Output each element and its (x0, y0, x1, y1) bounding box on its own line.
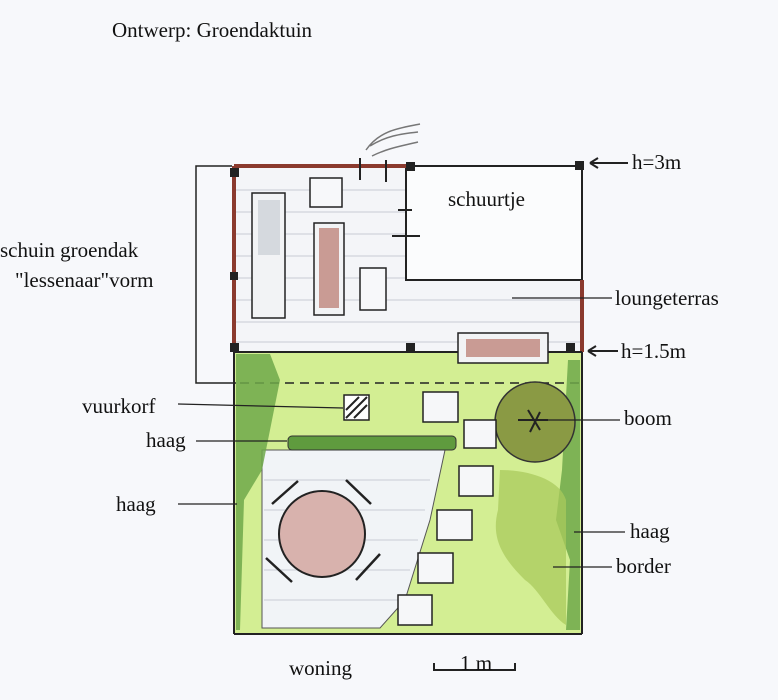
label-loungeterras: loungeterras (615, 286, 719, 310)
scale-bar (433, 663, 516, 671)
stepping-stones (397, 391, 497, 626)
heater-scribble (365, 123, 421, 157)
label-h3m: h=3m (632, 150, 682, 174)
label-h15m: h=1.5m (621, 339, 686, 363)
lounge-chair-2 (359, 267, 387, 311)
label-vuurkorf: vuurkorf (82, 394, 156, 418)
shed-door (359, 158, 420, 275)
label-haag-2: haag (116, 492, 156, 516)
label-groendak-1: schuin groendak (0, 238, 139, 262)
label-border: border (616, 554, 671, 578)
groendak-bracket (195, 165, 236, 384)
label-woning: woning (289, 656, 352, 680)
leader-vuurkorf (177, 403, 344, 409)
hedge-middle (287, 435, 457, 451)
label-groendak-2: "lessenaar"vorm (15, 268, 154, 292)
circle-seats (265, 479, 381, 583)
label-haag-1: haag (146, 428, 186, 452)
label-haag-3: haag (630, 519, 670, 543)
shed (405, 165, 583, 281)
circle-patio (278, 490, 366, 578)
arrow-h15m (587, 345, 618, 357)
lounge-chair-1 (309, 177, 343, 208)
border (495, 470, 566, 625)
label-scale: 1 m (460, 651, 493, 675)
arrow-h3m (589, 157, 628, 169)
posts (230, 161, 584, 352)
label-boom: boom (624, 406, 672, 430)
page-title: Ontwerp: Groendaktuin (112, 18, 313, 42)
hedge-left (236, 354, 280, 630)
label-schuurtje: schuurtje (448, 187, 525, 211)
